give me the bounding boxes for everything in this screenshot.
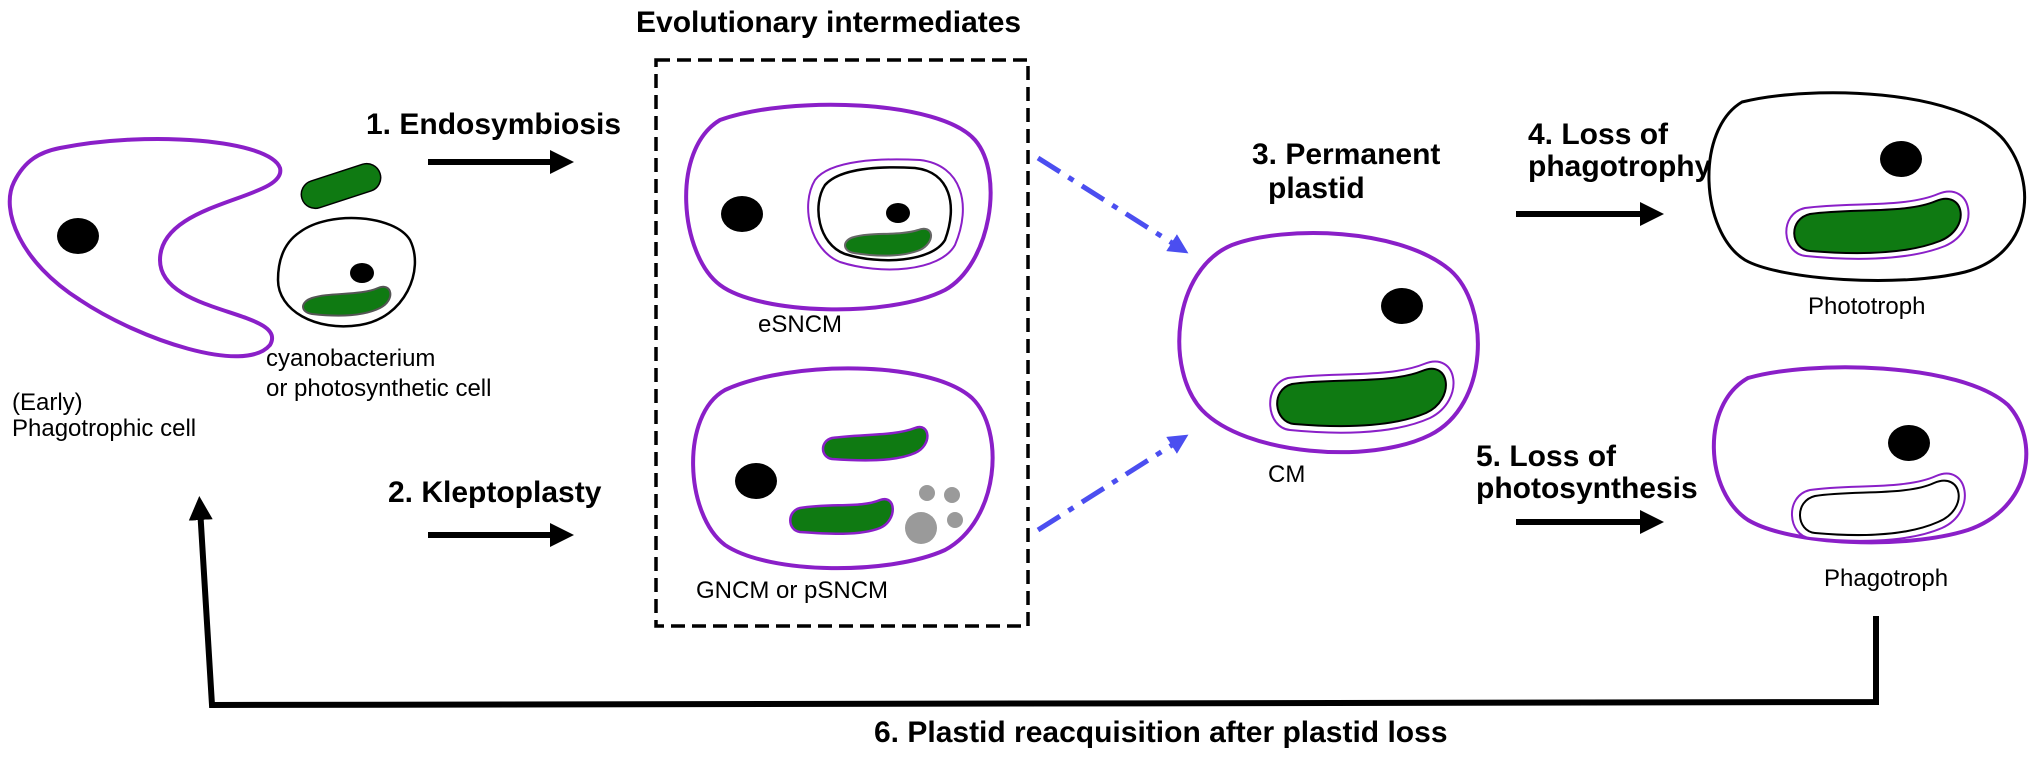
empty-plastid [1799,479,1960,537]
phagotroph-label: Phagotroph [1824,565,1948,592]
kleptoplast-2 [789,497,894,536]
nucleus [721,196,763,232]
intermediates-box [654,58,1030,628]
vesicle [947,512,963,528]
step-endosymbiosis-label: 1. Endosymbiosis [366,108,621,141]
step-kleptoplasty-label: 2. Kleptoplasty [388,476,602,509]
plastid [1793,197,1962,255]
phototroph-label: Phototroph [1808,293,1925,320]
nucleus [57,218,99,254]
phagotrophic-cell-label-2: Phagotrophic cell [12,415,196,442]
cyanobacterium-cell [276,216,417,328]
plastid [1276,367,1447,428]
phagotrophic-cell-label: (Early) [12,389,83,416]
reacquisition-arrow [188,496,1879,709]
esncm-to-cm-arrow [1036,155,1189,254]
vesicle [944,487,960,503]
free-plastid [300,162,382,210]
nucleus [735,463,777,499]
step-reacquisition-label: 6. Plastid reacquisition after plastid l… [874,716,1448,749]
nucleus [886,203,910,223]
phagotrophic-cell [7,137,283,359]
step-loss-photosynthesis-label-2: photosynthesis [1476,472,1698,505]
step-loss-phagotrophy-label: 4. Loss of [1528,118,1669,151]
plastid [302,285,392,317]
esncm-cell [684,102,993,312]
gncm-cell [691,366,995,571]
step-permanent-plastid-label: 3. Permanent [1252,138,1440,171]
gncm-membrane [691,366,995,571]
cm-cell [1177,231,1480,455]
step-loss-phagotrophy-label-2: phagotrophy [1528,150,1712,183]
cyanobacterium-label-2: or photosynthetic cell [266,375,491,402]
endosymbiont-outer-membrane [807,158,964,271]
gncm-label: GNCM or pSNCM [696,577,888,604]
gncm-to-cm-arrow [1036,434,1189,533]
nucleus [350,263,374,283]
vesicle [905,512,937,544]
phototroph-cell [1707,91,2027,283]
cm-label: CM [1268,461,1305,488]
nucleus [1381,288,1423,324]
phagotroph-cell [1711,365,2029,545]
kleptoplast-1 [821,425,929,462]
phagotrophic-cell-membrane [7,137,283,359]
nucleus [1888,425,1930,461]
nucleus [1880,141,1922,177]
vesicle [919,485,935,501]
step-loss-photosynthesis-label: 5. Loss of [1476,440,1617,473]
intermediates-title: Evolutionary intermediates [636,6,1021,39]
cyanobacterium-label: cyanobacterium [266,345,435,372]
plastid [844,227,932,257]
step-permanent-plastid-label-2: plastid [1268,172,1365,205]
esncm-label: eSNCM [758,311,842,338]
